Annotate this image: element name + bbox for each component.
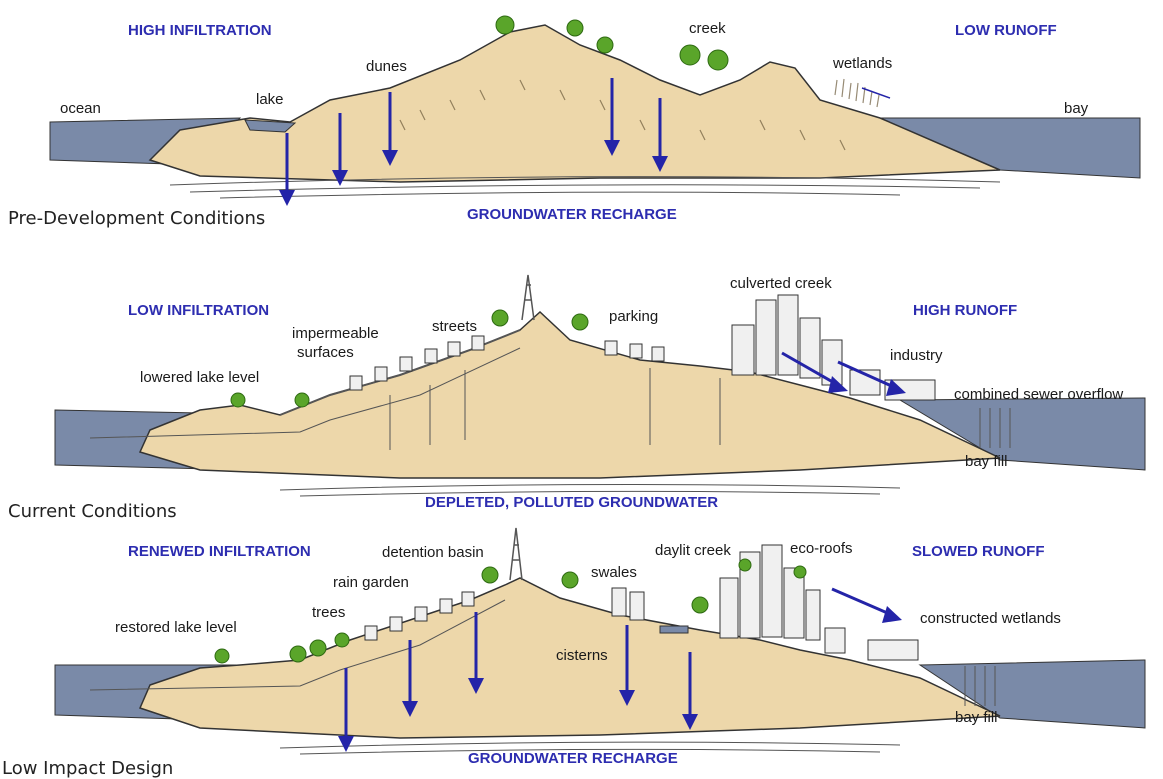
- tree-icon: [309, 639, 327, 657]
- label-cisterns: cisterns: [556, 647, 608, 664]
- label-industry: industry: [890, 347, 943, 364]
- infiltration-arrows-lid: [338, 587, 902, 752]
- caption-current-conditions: Current Conditions: [8, 501, 177, 522]
- tree-icon: [481, 566, 499, 584]
- tree-icon: [334, 632, 350, 648]
- label-surfaces: surfaces: [297, 344, 354, 361]
- caption-low-impact-design: Low Impact Design: [2, 758, 173, 779]
- land-profile-lid: [138, 577, 1001, 739]
- label-streets: streets: [432, 318, 477, 335]
- tree-icon: [596, 36, 614, 54]
- tree-icon: [230, 392, 246, 408]
- heading-slowed-runoff: SLOWED RUNOFF: [912, 543, 1045, 560]
- radio-tower: [521, 274, 535, 321]
- label-lake: lake: [256, 91, 284, 108]
- radio-tower: [509, 527, 523, 581]
- heading-low-runoff: LOW RUNOFF: [955, 22, 1057, 39]
- label-combined-sewer-overflow: combined sewer overflow: [954, 386, 1123, 403]
- buildings-lid: [364, 544, 919, 661]
- lake-water: [244, 119, 297, 133]
- panel-low-impact-design: RENEWED INFILTRATION SLOWED RUNOFF GROUN…: [2, 527, 1146, 779]
- heading-groundwater-recharge: GROUNDWATER RECHARGE: [468, 750, 678, 767]
- wetland-grass: [834, 78, 880, 108]
- label-wetlands: wetlands: [832, 55, 892, 72]
- label-ocean: ocean: [60, 100, 101, 117]
- land-profile-pre: [148, 24, 1001, 183]
- infiltration-arrows-pre: [279, 78, 668, 206]
- tree-icon: [793, 565, 807, 579]
- heading-low-infiltration: LOW INFILTRATION: [128, 302, 269, 319]
- label-constructed-wetlands: constructed wetlands: [920, 610, 1061, 627]
- heading-depleted-groundwater: DEPLETED, POLLUTED GROUNDWATER: [425, 494, 718, 511]
- label-lowered-lake-level: lowered lake level: [140, 369, 259, 386]
- label-bay-fill: bay fill: [965, 453, 1008, 470]
- label-impermeable: impermeable: [292, 325, 379, 342]
- bay-water: [918, 659, 1146, 729]
- heading-renewed-infiltration: RENEWED INFILTRATION: [128, 543, 311, 560]
- label-culverted-creek: culverted creek: [730, 275, 832, 292]
- label-bay: bay: [1064, 100, 1089, 117]
- label-bay-fill: bay fill: [955, 709, 998, 726]
- label-restored-lake-level: restored lake level: [115, 619, 237, 636]
- label-detention-basin: detention basin: [382, 544, 484, 561]
- detention-basin-water: [659, 625, 689, 634]
- tree-icon: [495, 15, 515, 35]
- heading-high-runoff: HIGH RUNOFF: [913, 302, 1017, 319]
- label-rain-garden: rain garden: [333, 574, 409, 591]
- tree-icon: [679, 44, 701, 66]
- tree-icon: [566, 19, 584, 37]
- tree-icon: [738, 558, 752, 572]
- label-swales: swales: [591, 564, 637, 581]
- label-eco-roofs: eco-roofs: [790, 540, 853, 557]
- bay-water: [898, 397, 1146, 471]
- tree-icon: [571, 313, 589, 331]
- buildings-current: [349, 294, 936, 401]
- tree-icon: [691, 596, 709, 614]
- label-daylit-creek: daylit creek: [655, 542, 731, 559]
- label-creek: creek: [689, 20, 726, 37]
- tree-icon: [561, 571, 579, 589]
- tree-icon: [491, 309, 509, 327]
- tree-icon: [294, 392, 310, 408]
- tree-icon: [289, 645, 307, 663]
- label-dunes: dunes: [366, 58, 407, 75]
- panel-pre-development: HIGH INFILTRATION LOW RUNOFF GROUNDWATER…: [8, 15, 1141, 229]
- label-trees: trees: [312, 604, 345, 621]
- panel-current-conditions: LOW INFILTRATION HIGH RUNOFF DEPLETED, P…: [8, 274, 1146, 522]
- tree-icon: [707, 49, 729, 71]
- heading-high-infiltration: HIGH INFILTRATION: [128, 22, 272, 39]
- caption-pre-development: Pre-Development Conditions: [8, 208, 265, 229]
- label-parking: parking: [609, 308, 658, 325]
- tree-icon: [214, 648, 230, 664]
- runoff-arrows-current: [781, 351, 906, 396]
- heading-groundwater-recharge: GROUNDWATER RECHARGE: [467, 206, 677, 223]
